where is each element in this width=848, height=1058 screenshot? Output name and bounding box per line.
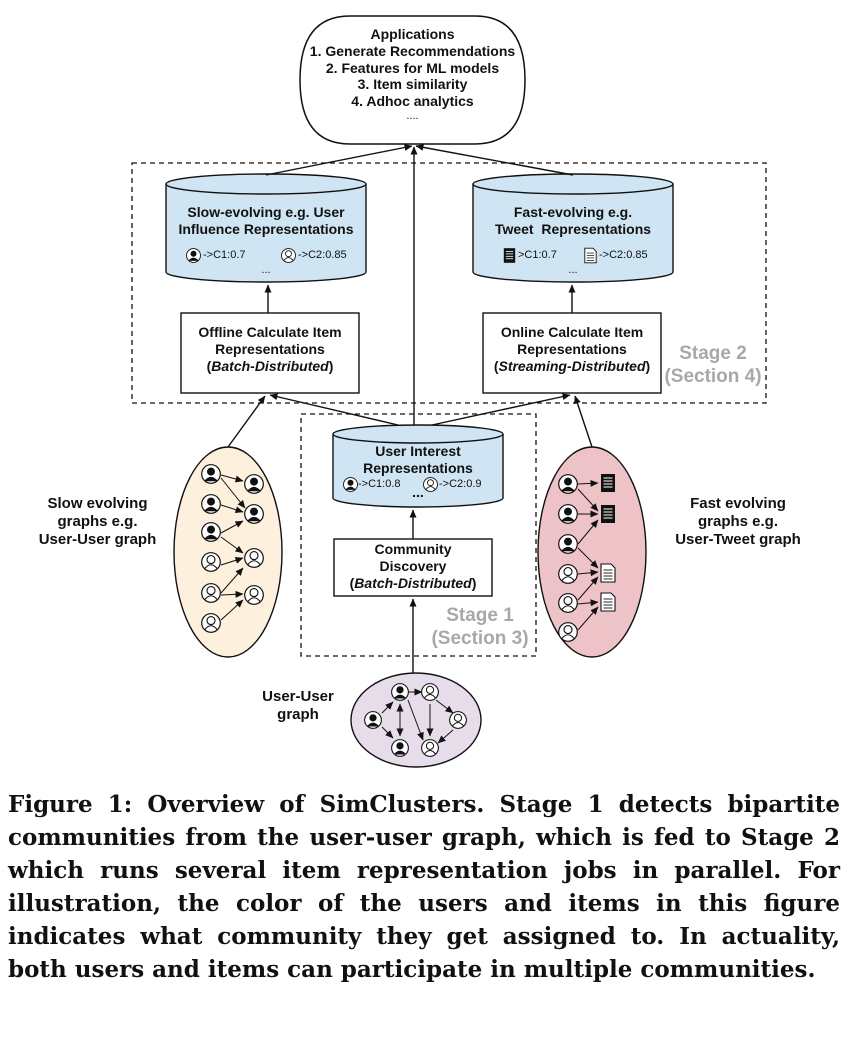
offline-calc-label: Offline Calculate Item Representations (… (181, 324, 359, 374)
applications-item: 2. Features for ML models (325, 59, 500, 76)
user-interest-line1: User Interest (375, 443, 461, 459)
arrow-slow-to-apps (265, 144, 413, 176)
user-outline-icon (281, 248, 296, 263)
stage2-line1: Stage 2 (679, 343, 747, 364)
offline-calc-mode: Batch-Distributed (211, 357, 329, 374)
online-calc-line1: Online Calculate Item (500, 324, 644, 340)
slow-repr-line1: Slow-evolving e.g. User (187, 204, 345, 220)
stage2-line2: (Section 4) (664, 365, 762, 387)
applications-item: 1. Generate Recommendations (309, 42, 516, 59)
user-interest-line2: Representations (363, 459, 473, 476)
fast-entry2: ->C2:0.85 (599, 249, 648, 261)
slow-repr-line2: Influence Representations (178, 220, 354, 237)
slow-graphs-line3: User-User graph (38, 531, 157, 548)
stage1-label: Stage 1 (Section 3) (424, 605, 536, 651)
simclusters-diagram (131, 15, 767, 768)
stage1-line1: Stage 1 (446, 605, 514, 626)
offline-calc-line1: Offline Calculate Item (198, 324, 342, 340)
stage2-box (131, 162, 767, 404)
community-line1: Community (374, 541, 452, 557)
slow-repr-label: Slow-evolving e.g. User Influence Repres… (166, 204, 366, 238)
user-user-graph-line2: graph (277, 706, 319, 723)
applications-node (299, 15, 526, 145)
fast-graphs-line1: Fast evolving (690, 495, 786, 512)
tweet-outline-icon (584, 247, 597, 264)
interest-more: ... (412, 484, 424, 500)
figure-caption: Figure 1: Overview of SimClusters. Stage… (8, 791, 840, 983)
user-user-graph (350, 672, 482, 768)
applications-item: 4. Adhoc analytics (351, 93, 474, 110)
online-calc-mode: Streaming-Distributed (498, 357, 646, 374)
fast-entry1: >C1:0.7 (518, 249, 557, 261)
arrow-interest-to-online (431, 393, 571, 426)
slow-graphs-line1: Slow evolving (47, 495, 148, 512)
online-calc-box (482, 312, 662, 394)
community-discovery-box (333, 538, 493, 597)
slow-repr-cylinder (165, 173, 367, 283)
interest-entry2: ->C2:0.9 (439, 478, 482, 490)
user-filled-icon (186, 248, 201, 263)
interest-entry1: ->C1:0.8 (358, 478, 401, 490)
slow-entry2: ->C2:0.85 (298, 249, 347, 261)
offline-calc-box (180, 312, 360, 394)
slow-more: ... (261, 264, 271, 276)
applications-item: 3. Item similarity (357, 76, 468, 93)
stage1-box (300, 413, 537, 657)
offline-calc-line2: Representations (215, 340, 325, 357)
fast-repr-cylinder (472, 173, 674, 283)
fast-repr-label: Fast-evolving e.g. Tweet Representations (473, 204, 673, 238)
applications-label: Applications 1. Generate Recommendations… (300, 26, 525, 123)
arrow-slowgraph-to-offline (227, 395, 266, 448)
fast-graphs-line2: graphs e.g. (697, 513, 779, 530)
fast-evolving-graph (537, 446, 647, 658)
fast-repr-line1: Fast-evolving e.g. (513, 204, 633, 220)
community-label: Community Discovery (Batch-Distributed) (334, 541, 492, 591)
tweet-filled-icon (503, 247, 516, 264)
stage1-line2: (Section 3) (431, 627, 529, 649)
slow-entry1: ->C1:0.7 (203, 249, 246, 261)
stage2-label: Stage 2 (Section 4) (660, 343, 766, 389)
fast-more: ... (568, 264, 578, 276)
slow-graphs-line2: graphs e.g. (57, 513, 138, 530)
user-user-graph-label: User-User graph (248, 688, 348, 724)
arrow-fastgraph-to-online (574, 395, 593, 448)
applications-title: Applications (370, 26, 455, 42)
community-mode: Batch-Distributed (354, 574, 472, 591)
user-interest-label: User Interest Representations (333, 443, 503, 477)
online-calc-line2: Representations (517, 340, 627, 357)
fast-graphs-label: Fast evolving graphs e.g. User-Tweet gra… (648, 495, 828, 549)
community-line2: Discovery (379, 557, 447, 574)
applications-more: .... (406, 109, 419, 122)
slow-evolving-graph (173, 446, 283, 658)
online-calc-label: Online Calculate Item Representations (S… (483, 324, 661, 374)
slow-graphs-label: Slow evolving graphs e.g. User-User grap… (20, 495, 175, 549)
fast-repr-line2: Tweet Representations (494, 220, 652, 237)
user-interest-cylinder (332, 424, 504, 508)
arrow-interest-to-offline (269, 393, 399, 426)
fast-graphs-line3: User-Tweet graph (675, 531, 801, 548)
user-user-graph-line1: User-User (262, 688, 334, 705)
arrow-fast-to-apps (415, 143, 574, 176)
